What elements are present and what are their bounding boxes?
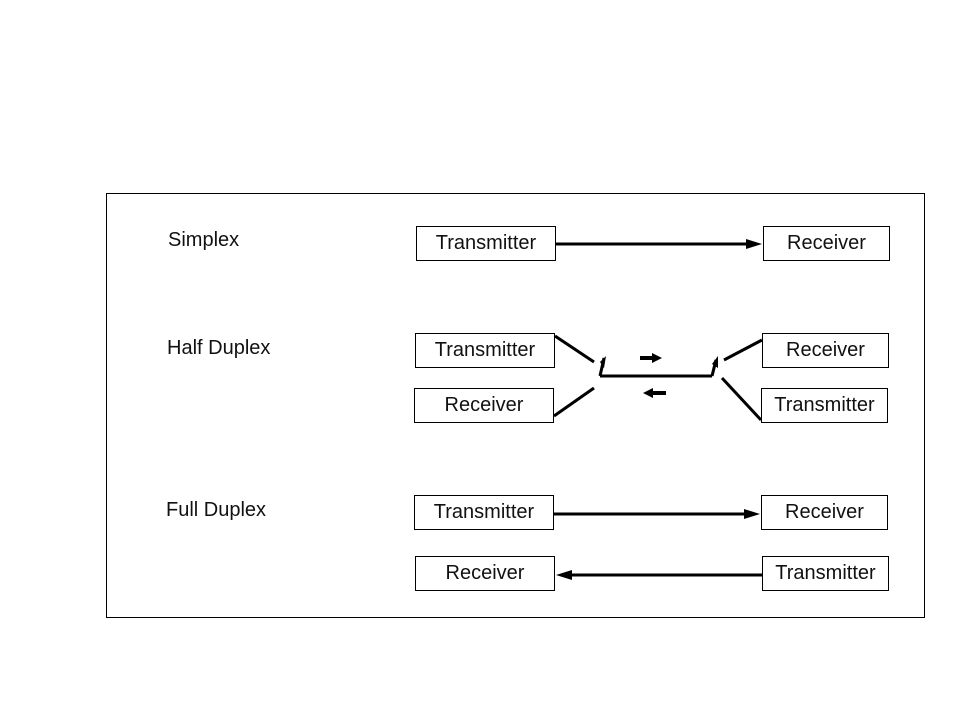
simplex-transmitter-box: Transmitter	[416, 226, 556, 261]
half-duplex-right-arrow-icon	[640, 353, 662, 363]
half-duplex-right-switch-tip-icon	[712, 356, 718, 368]
half-duplex-label: Half Duplex	[167, 337, 271, 359]
full-duplex-row1-receiver-box: Receiver	[761, 495, 888, 530]
full-duplex-row1-arrowhead-icon	[744, 509, 760, 519]
half-duplex-left-lower-wire	[553, 386, 595, 418]
half-duplex-left-transmitter-box: Transmitter	[415, 333, 555, 368]
full-duplex-label: Full Duplex	[166, 499, 267, 521]
full-duplex-row1-transmitter-box: Transmitter	[414, 495, 554, 530]
simplex-receiver-box: Receiver	[763, 226, 890, 261]
half-duplex-right-transmitter-box: Transmitter	[761, 388, 888, 423]
full-duplex-row2-arrowhead-icon	[556, 570, 572, 580]
half-duplex-left-arrow-icon	[643, 388, 666, 398]
half-duplex-right-upper-wire	[723, 338, 763, 362]
simplex-label: Simplex	[168, 229, 240, 251]
half-duplex-left-receiver-box: Receiver	[414, 388, 554, 423]
full-duplex-row2-transmitter-box: Transmitter	[762, 556, 889, 591]
half-duplex-right-lower-wire	[720, 376, 763, 422]
diagram-frame	[106, 193, 925, 618]
half-duplex-right-receiver-box: Receiver	[762, 333, 889, 368]
full-duplex-row2-receiver-box: Receiver	[415, 556, 555, 591]
half-duplex-left-switch-tip-icon	[600, 356, 606, 368]
half-duplex-left-upper-wire	[554, 334, 595, 364]
simplex-arrowhead-icon	[746, 239, 762, 249]
